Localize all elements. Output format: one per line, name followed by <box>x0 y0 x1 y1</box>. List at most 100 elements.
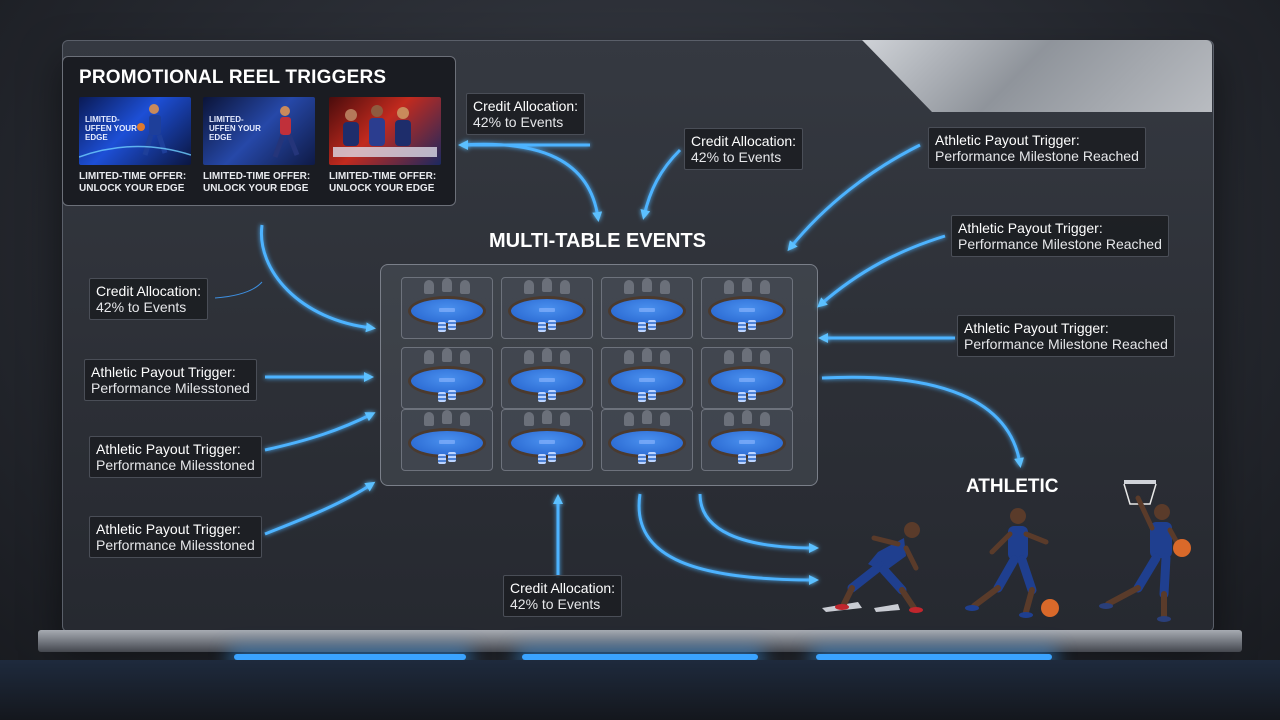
player-seat-icon <box>642 410 652 424</box>
player-seat-icon <box>460 412 470 426</box>
multi-table-grid <box>380 264 818 486</box>
leader-line <box>214 281 263 299</box>
poker-table-cell[interactable] <box>601 277 693 339</box>
player-seat-icon <box>424 350 434 364</box>
player-seat-icon <box>460 350 470 364</box>
multi-table-events-title: MULTI-TABLE EVENTS <box>489 230 707 252</box>
team-players-icon <box>333 105 437 157</box>
label-line: Performance Milesstoned <box>96 457 255 473</box>
arrow-left-2-to-grid <box>264 412 376 452</box>
player-seat-icon <box>460 280 470 294</box>
player-seat-icon <box>724 412 734 426</box>
chip-stack-icon <box>638 454 646 464</box>
credit-allocation-label-left: Credit Allocation: 42% to Events <box>89 278 209 320</box>
chip-stack-icon <box>638 322 646 332</box>
poker-table-cell[interactable] <box>601 347 693 409</box>
promotional-reel-panel: PROMOTIONAL REEL TRIGGERS LIMITED-UFFEN … <box>62 56 456 206</box>
label-line: Performance Milesstoned <box>96 537 255 553</box>
label-line: Athletic Payout Trigger: <box>96 521 241 537</box>
player-seat-icon <box>660 280 670 294</box>
promo-thumbnail-2[interactable]: LIMITED-UFFEN YOUR EDGE <box>203 97 315 165</box>
player-seat-icon <box>542 348 552 362</box>
label-line: Performance Milestone Reached <box>964 336 1168 352</box>
promo-thumbnail-1[interactable]: LIMITED-UFFEN YOUR EDGE <box>79 97 191 165</box>
poker-table-cell[interactable] <box>701 409 793 471</box>
athletic-payout-label-left-1: Athletic Payout Trigger: Performance Mil… <box>84 359 257 401</box>
chip-stack-icon <box>538 322 546 332</box>
poker-table-cell[interactable] <box>401 277 493 339</box>
promo-title: PROMOTIONAL REEL TRIGGERS <box>79 67 387 88</box>
poker-table-icon <box>408 296 486 326</box>
credit-allocation-label-bottom: Credit Allocation: 42% to Events <box>503 575 623 617</box>
credit-allocation-label-top-b: Credit Allocation: 42% to Events <box>684 128 804 170</box>
chip-stack-icon <box>548 320 556 330</box>
poker-table-icon <box>408 428 486 458</box>
poker-table-icon <box>608 296 686 326</box>
promo-caption-2: LIMITED-TIME OFFER: UNLOCK YOUR EDGE <box>203 171 323 195</box>
arrow-grid-to-athletic-bottom-1 <box>698 493 819 553</box>
chip-stack-icon <box>738 392 746 402</box>
player-seat-icon <box>442 410 452 424</box>
label-line: Performance Milestone Reached <box>935 148 1139 164</box>
player-seat-icon <box>742 278 752 292</box>
thumbnail-tag: LIMITED-UFFEN YOUR EDGE <box>85 115 137 142</box>
arrow-grid-to-athletic-bottom-2 <box>637 493 819 585</box>
caption-line: UNLOCK YOUR EDGE <box>203 183 309 194</box>
poker-table-cell[interactable] <box>401 347 493 409</box>
chip-stack-icon <box>738 322 746 332</box>
player-seat-icon <box>642 348 652 362</box>
player-seat-icon <box>724 280 734 294</box>
player-seat-icon <box>660 350 670 364</box>
athletic-payout-label-right-3: Athletic Payout Trigger: Performance Mil… <box>957 315 1175 357</box>
arrow-grid-to-athletic <box>821 375 1025 468</box>
basketball-dunker-icon <box>1099 480 1191 622</box>
player-seat-icon <box>560 350 570 364</box>
player-seat-icon <box>624 280 634 294</box>
player-seat-icon <box>542 410 552 424</box>
chip-stack-icon <box>438 392 446 402</box>
poker-table-cell[interactable] <box>701 347 793 409</box>
runner-athlete-icon <box>965 508 1059 618</box>
poker-table-cell[interactable] <box>601 409 693 471</box>
arrow-right-1-to-grid <box>787 143 921 252</box>
label-line: Athletic Payout Trigger: <box>96 441 241 457</box>
chip-stack-icon <box>538 454 546 464</box>
glow-strip <box>522 654 758 660</box>
player-seat-icon <box>442 348 452 362</box>
caption-line: LIMITED-TIME OFFER: <box>79 171 187 182</box>
poker-table-icon <box>508 366 586 396</box>
player-seat-icon <box>424 280 434 294</box>
chip-stack-icon <box>448 452 456 462</box>
poker-table-cell[interactable] <box>501 409 593 471</box>
basketball-player-icon <box>79 104 191 158</box>
chip-stack-icon <box>648 452 656 462</box>
athletic-title: ATHLETIC <box>966 476 1059 497</box>
chip-stack-icon <box>448 320 456 330</box>
poker-table-cell[interactable] <box>401 409 493 471</box>
poker-table-cell[interactable] <box>701 277 793 339</box>
label-line: Performance Milestone Reached <box>958 236 1162 252</box>
chip-stack-icon <box>438 454 446 464</box>
poker-table-icon <box>408 366 486 396</box>
credit-allocation-label-top-a: Credit Allocation: 42% to Events <box>466 93 586 135</box>
poker-table-cell[interactable] <box>501 347 593 409</box>
poker-table-icon <box>608 428 686 458</box>
athletic-payout-label-left-3: Athletic Payout Trigger: Performance Mil… <box>89 516 262 558</box>
player-seat-icon <box>424 412 434 426</box>
athletic-payout-label-left-2: Athletic Payout Trigger: Performance Mil… <box>89 436 262 478</box>
poker-table-icon <box>608 366 686 396</box>
chip-stack-icon <box>748 452 756 462</box>
label-line: 42% to Events <box>96 299 187 315</box>
player-seat-icon <box>524 280 534 294</box>
label-line: 42% to Events <box>473 114 564 130</box>
label-line: Athletic Payout Trigger: <box>958 220 1103 236</box>
floor <box>0 660 1280 720</box>
player-seat-icon <box>524 350 534 364</box>
poker-table-icon <box>508 296 586 326</box>
arrow-credit-to-grid-top <box>461 142 603 222</box>
poker-table-cell[interactable] <box>501 277 593 339</box>
display-base-bar <box>38 630 1242 652</box>
player-seat-icon <box>742 410 752 424</box>
runner-icon <box>272 106 300 158</box>
promo-thumbnail-3[interactable] <box>329 97 441 165</box>
